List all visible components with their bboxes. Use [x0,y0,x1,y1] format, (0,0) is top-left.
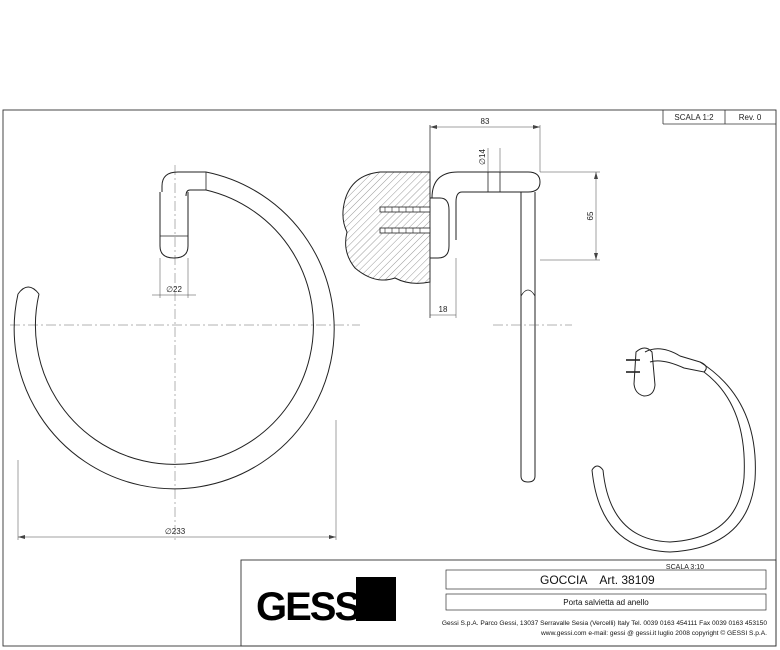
product-description: Porta salvietta ad anello [563,598,649,607]
product-article: Art. 38109 [599,573,655,587]
ring-elbow [161,171,206,197]
company-address: Gessi S.p.A. Parco Gessi, 13037 Serraval… [442,620,767,627]
company-web: www.gessi.com e-mail: gessi @ gessi.it l… [540,629,767,637]
ring-inner-arc [34,189,314,465]
front-view: ∅22 ∅233 [10,165,360,540]
revision-label: Rev. 0 [739,113,762,122]
dimension-base: 18 [439,305,448,314]
perspective-ring-outer [591,361,756,553]
perspective-scale-label: SCALA 3:10 [666,564,704,571]
side-arm [431,171,541,240]
perspective-view: SCALA 3:10 [591,347,756,571]
side-view: 83 ∅14 65 18 [342,117,600,483]
ring-outer-arc [13,171,335,490]
ring-end-cap [17,286,40,295]
product-family: GOCCIA [540,573,587,587]
dimension-height: 65 [586,211,595,220]
dimension-ring-diameter: ∅233 [165,527,186,536]
title-block: GESSI GOCCIA Art. 38109 Porta salvietta … [240,559,777,647]
side-mount-body [430,197,450,259]
scale-revision-box: SCALA 1:2 Rev. 0 [662,110,776,125]
brand-logo: GESSI [256,585,368,629]
scale-label: SCALA 1:2 [674,113,714,122]
dimension-tube-diameter: ∅22 [166,285,182,294]
perspective-ring-inner [602,371,745,543]
product-name: GOCCIA Art. 38109 [540,573,655,587]
dimension-depth: 83 [481,117,490,126]
wall-mount-body [159,192,189,259]
screw-lower [379,227,431,234]
dimension-bar-diameter: ∅14 [478,149,487,165]
screw-upper [379,206,431,213]
side-ring-bar [520,192,536,483]
logo-square [356,577,396,621]
